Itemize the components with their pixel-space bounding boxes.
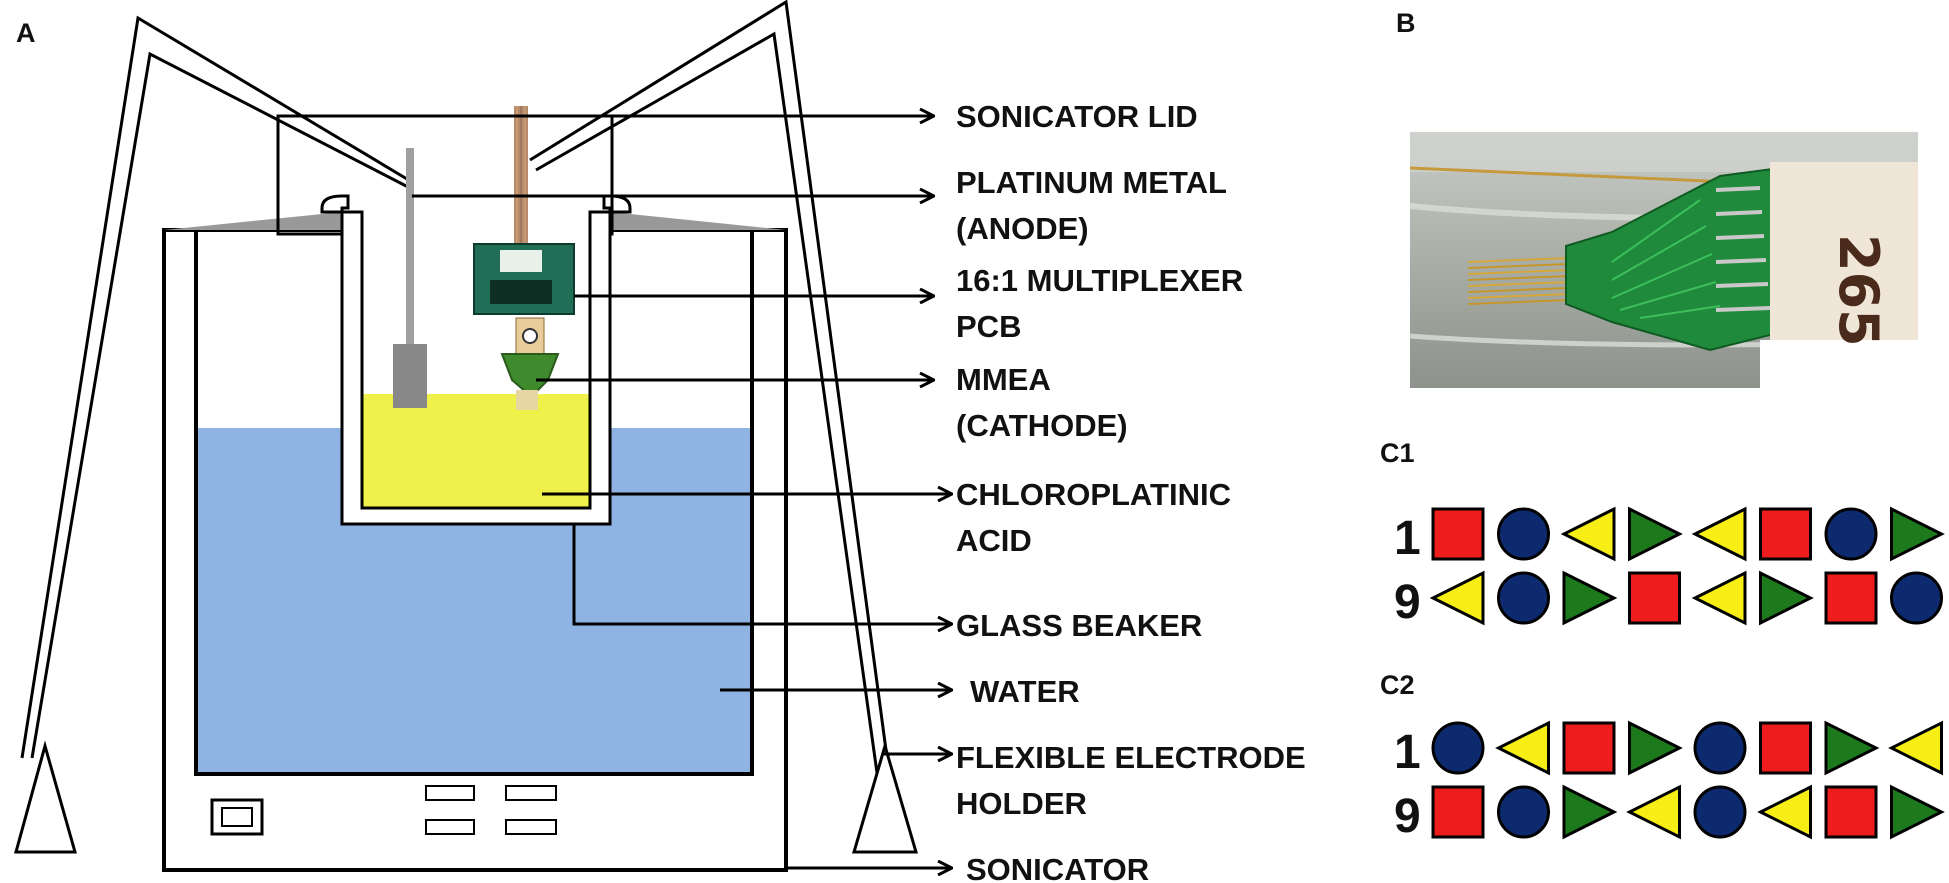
tri-right-symbol <box>1890 506 1945 562</box>
multiplexer-assembly <box>473 106 575 410</box>
label-sonicator: SONICATOR <box>966 852 1149 883</box>
label-cathode: (CATHODE) <box>956 408 1128 443</box>
label-water: WATER <box>970 674 1080 709</box>
label-mmea: MMEA <box>956 362 1051 397</box>
square-symbol <box>1824 785 1878 839</box>
panel-a-label: A <box>16 18 36 48</box>
label-flexible-electrode: FLEXIBLE ELECTRODE <box>956 740 1306 775</box>
label-pcb: PCB <box>956 309 1021 344</box>
tri-left-symbol <box>1691 570 1747 626</box>
square-symbol <box>1759 721 1812 775</box>
tri-left-symbol <box>1691 506 1747 562</box>
tri-left-symbol <box>1429 570 1485 626</box>
sonicator-controls <box>210 785 557 836</box>
c2-row1-number: 1 <box>1394 726 1421 779</box>
label-glass-beaker: GLASS BEAKER <box>956 608 1202 643</box>
circle-symbol <box>1497 507 1550 561</box>
label-platinum-metal: PLATINUM METAL <box>956 165 1227 200</box>
label-multiplexer: 16:1 MULTIPLEXER <box>956 263 1243 298</box>
panel-c2-label: C2 <box>1380 670 1415 700</box>
electrode-photo: 265 <box>1409 132 1919 388</box>
label-chloroplatinic: CHLOROPLATINIC <box>956 477 1231 512</box>
c1-row-9-symbols <box>1429 570 1943 626</box>
label-holder: HOLDER <box>956 786 1087 821</box>
c2-row9-number: 9 <box>1394 790 1421 843</box>
c2-row-1-symbols <box>1431 720 1943 776</box>
tri-right-symbol <box>1562 784 1618 840</box>
c2-row-9-symbols <box>1431 784 1945 840</box>
tri-left-symbol <box>1888 720 1943 776</box>
connector-label: 265 <box>1827 234 1890 347</box>
tri-left-symbol <box>1626 784 1681 840</box>
circle-symbol <box>1824 507 1878 561</box>
square-symbol <box>1431 785 1485 839</box>
circle-symbol <box>1693 721 1747 775</box>
tri-right-symbol <box>1628 506 1683 562</box>
tri-right-symbol <box>1824 720 1880 776</box>
panel-c1-label: C1 <box>1380 438 1415 468</box>
connector-block <box>1770 162 1918 362</box>
square-symbol <box>1628 571 1681 625</box>
tri-left-symbol <box>1560 506 1616 562</box>
label-anode: (ANODE) <box>956 211 1089 246</box>
square-symbol <box>1431 507 1485 561</box>
circle-symbol <box>1431 721 1485 775</box>
c1-row1-number: 1 <box>1394 512 1421 565</box>
panel-b-label: B <box>1396 8 1416 38</box>
electrode-wires <box>1467 257 1571 305</box>
platinum-anode <box>393 148 427 408</box>
square-symbol <box>1824 571 1878 625</box>
square-symbol <box>1562 721 1616 775</box>
callout-arrows <box>278 116 952 868</box>
tri-left-symbol <box>1495 720 1550 776</box>
tri-right-symbol <box>1562 570 1618 626</box>
circle-symbol <box>1497 785 1550 839</box>
circle-symbol <box>1497 571 1550 625</box>
circle-symbol <box>1693 785 1747 839</box>
flexible-electrode-holder-right <box>529 0 919 854</box>
circle-symbol <box>1890 571 1943 625</box>
tri-right-symbol <box>1628 720 1683 776</box>
tri-right-symbol <box>1759 570 1814 626</box>
tri-right-symbol <box>1890 784 1945 840</box>
chloroplatinic-acid <box>362 394 590 508</box>
label-sonicator-lid: SONICATOR LID <box>956 99 1198 134</box>
flexible-electrode-holder-left <box>14 15 413 854</box>
square-symbol <box>1759 507 1812 561</box>
c1-row-1-symbols <box>1431 506 1945 562</box>
label-acid: ACID <box>956 523 1032 558</box>
callout-labels: SONICATOR LID PLATINUM METAL (ANODE) 16:… <box>956 99 1306 883</box>
c1-row9-number: 9 <box>1394 576 1421 629</box>
tri-left-symbol <box>1757 784 1812 840</box>
